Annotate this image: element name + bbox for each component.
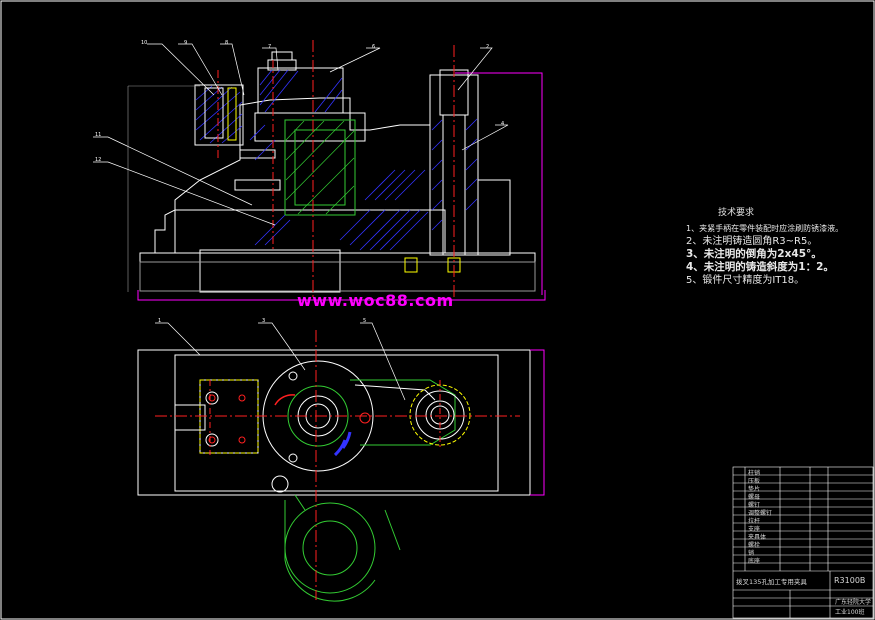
callout-10: 10 bbox=[141, 40, 147, 46]
parts-row: 螺钉 bbox=[748, 502, 761, 509]
left-clamp-column bbox=[194, 84, 244, 146]
parts-row: 底座 bbox=[748, 558, 761, 565]
parts-row: 螺母 bbox=[748, 494, 761, 501]
technical-requirements-title: 技术要求 bbox=[718, 208, 755, 218]
callout-1: 1 bbox=[158, 318, 161, 324]
parts-row: 柱销 bbox=[748, 470, 761, 477]
requirement-item: 1、夹紧手柄在零件装配时应涂刷防锈漆液。 bbox=[686, 224, 844, 233]
drawing-name: 拨叉135孔加工专用夹具 bbox=[736, 578, 807, 586]
plan-view bbox=[137, 322, 545, 602]
requirement-item: 3、未注明的倒角为2x45°。 bbox=[686, 248, 822, 260]
callout-6: 6 bbox=[372, 44, 375, 50]
callout-4: 4 bbox=[501, 121, 504, 127]
requirement-item: 2、未注明铸造圆角R3~R5。 bbox=[686, 236, 818, 247]
parts-row: 螺栓 bbox=[748, 542, 761, 549]
parts-row: 压板 bbox=[748, 478, 761, 485]
callout-7: 7 bbox=[268, 44, 271, 50]
drawing-number: R3100B bbox=[834, 576, 866, 585]
technical-requirements-list: 1、夹紧手柄在零件装配时应涂刷防锈漆液。 2、未注明铸造圆角R3~R5。 3、未… bbox=[686, 222, 843, 287]
watermark: www.woc88.com bbox=[297, 291, 454, 310]
workpiece-fork bbox=[284, 494, 401, 602]
school-name: 广东轻院大学 bbox=[835, 599, 872, 606]
class-name: 工业100班 bbox=[835, 609, 865, 616]
parts-row: 拉杆 bbox=[748, 518, 761, 525]
parts-row: 支座 bbox=[748, 526, 761, 533]
front-section-view bbox=[93, 40, 546, 301]
parts-row: 夹具体 bbox=[748, 534, 767, 541]
base-plan-outline bbox=[137, 349, 531, 496]
parts-row: 垫片 bbox=[748, 486, 761, 493]
base-plate bbox=[139, 252, 536, 292]
callout-5: 5 bbox=[363, 318, 366, 324]
title-block-grid bbox=[732, 466, 874, 619]
callout-2: 2 bbox=[486, 44, 489, 50]
callout-3: 3 bbox=[262, 318, 265, 324]
callout-8: 8 bbox=[225, 40, 228, 46]
callout-9: 9 bbox=[184, 40, 187, 46]
callout-11: 11 bbox=[95, 132, 101, 138]
requirement-item: 4、未注明的铸造斜度为1：2。 bbox=[686, 261, 834, 273]
parts-row: 调整螺钉 bbox=[748, 510, 773, 517]
dimension-height bbox=[455, 72, 543, 295]
clamp-arm-section bbox=[254, 112, 366, 142]
requirement-item: 5、锻件尺寸精度为IT18。 bbox=[686, 275, 805, 286]
parts-row: 销 bbox=[748, 550, 755, 557]
callout-12: 12 bbox=[95, 157, 101, 163]
